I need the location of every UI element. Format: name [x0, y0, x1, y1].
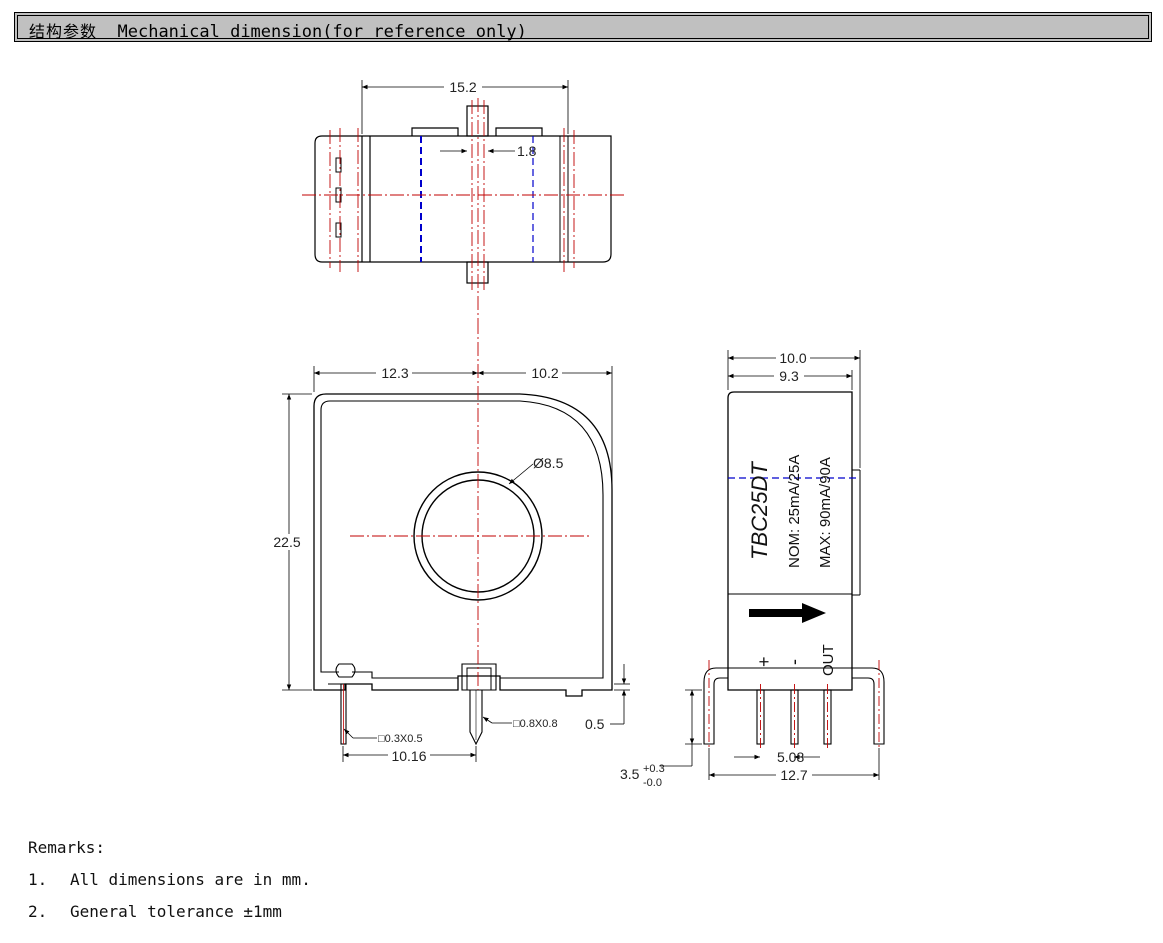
plus-terminal-label: +: [754, 656, 774, 667]
large-pin-holder: [461, 663, 497, 691]
remark-item: 2. General tolerance ±1mm: [28, 902, 311, 934]
front-view-housing: [313, 393, 613, 697]
left-clip: [335, 663, 356, 678]
dim-right-width: 10.2: [531, 365, 558, 381]
nom-rating: NOM: 25mA/25A: [786, 455, 803, 568]
remarks-title: Remarks:: [28, 838, 106, 857]
current-direction-arrow: [749, 603, 826, 623]
dim-small-pin: □0.3X0.5: [378, 733, 423, 745]
dim-tolerance-minus: -0.0: [643, 777, 662, 789]
top-view-centerlines: [302, 98, 626, 320]
side-view-body: [727, 391, 853, 691]
dim-body-width-outer: 10.0: [779, 350, 806, 366]
top-view-body: [314, 135, 612, 263]
dim-hole-diameter: Ø8.5: [533, 455, 564, 471]
dim-pin-pitch: 5.08: [777, 749, 804, 765]
dim-pin-span: 12.7: [780, 767, 807, 783]
section-header: 结构参数 Mechanical dimension(for reference …: [14, 12, 1152, 42]
side-view: TBC25DT NOM: 25mA/25A MAX: 90mA/90A + - …: [620, 350, 885, 789]
model-label: TBC25DT: [747, 461, 772, 560]
dim-large-pin: □0.8X0.8: [513, 718, 558, 730]
remarks: Remarks: 1. All dimensions are in mm. 2. G…: [28, 838, 311, 934]
dim-top-width: 15.2: [449, 79, 476, 95]
remark-text: All dimensions are in mm.: [70, 870, 311, 889]
max-rating: MAX: 90mA/90A: [817, 457, 834, 568]
through-hole-outer: [413, 471, 543, 601]
top-view-upper-tab: [411, 127, 543, 136]
remark-item: 1. All dimensions are in mm.: [28, 870, 311, 902]
title-chinese: 结构参数: [29, 22, 98, 41]
remark-number: 2.: [28, 902, 48, 921]
side-view-centerlines: [708, 660, 880, 750]
remark-text: General tolerance ±1mm: [70, 902, 282, 921]
dim-slot-width: 1.8: [517, 143, 537, 159]
front-view-centerlines: [350, 320, 590, 690]
section-title: 结构参数 Mechanical dimension(for reference …: [29, 18, 527, 42]
left-bent-leg: [703, 667, 728, 745]
dim-height: 22.5: [273, 534, 300, 550]
title-english: Mechanical dimension(for reference only): [117, 22, 527, 42]
front-view-inner-border: [320, 400, 604, 679]
dim-pin-spacing: 10.16: [391, 748, 426, 764]
out-terminal-label: OUT: [820, 644, 837, 676]
remark-number: 1.: [28, 870, 48, 889]
top-view: 15.2 1.8: [302, 78, 626, 320]
dim-tolerance-plus: +0.3: [643, 763, 665, 775]
large-pin: [469, 690, 483, 746]
right-bent-leg: [852, 667, 885, 745]
top-view-top-pin: [466, 105, 489, 137]
dim-offset: 0.5: [585, 716, 605, 732]
dim-body-width-inner: 9.3: [779, 368, 799, 384]
dim-pin-length: 3.5: [620, 766, 640, 782]
minus-terminal-label: -: [784, 659, 804, 665]
dim-left-width: 12.3: [381, 365, 408, 381]
top-view-bottom-pin: [466, 261, 489, 284]
front-view: 12.3 10.2 22.5 Ø8.5 □0.3X0.5 □0.8X0.8 10…: [268, 320, 630, 764]
